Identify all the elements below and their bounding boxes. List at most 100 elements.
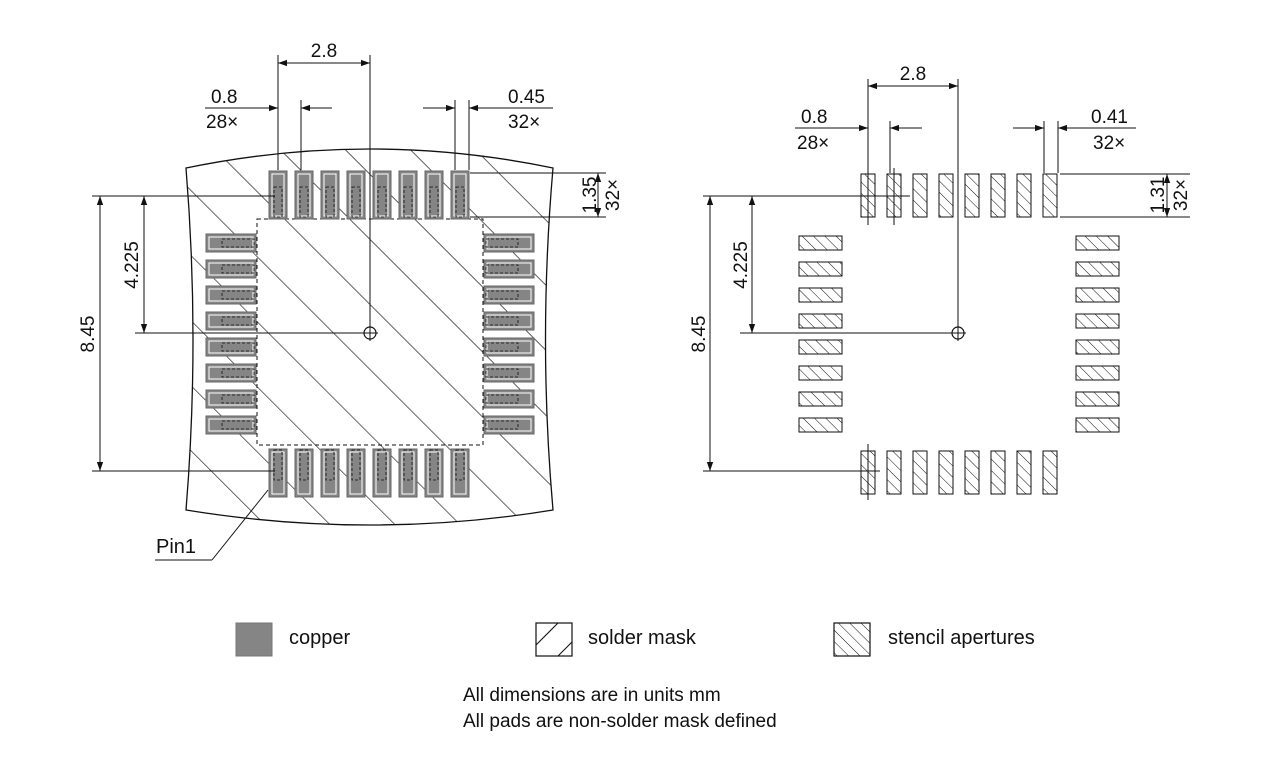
stencil-aperture-top: [938, 173, 954, 218]
stencil-aperture-bottom: [1042, 450, 1058, 495]
copper-pad-right: [483, 233, 535, 253]
dim-pad-width-right: 0.8 28×: [795, 107, 922, 173]
copper-pad-bottom: [372, 448, 392, 498]
dim-pad-length-right-label: 1.31: [1148, 177, 1169, 214]
copper-pad-top: [346, 170, 366, 220]
copper-pad-bottom: [320, 448, 340, 498]
dim-pad-width-right-label: 0.8: [801, 107, 827, 128]
dim-pad-gap-label: 0.45: [508, 87, 545, 108]
dim-pad-width-count: 28×: [206, 112, 238, 133]
dim-pad-length-right-count: 32×: [1171, 179, 1192, 211]
stencil-aperture-bottom: [886, 450, 902, 495]
dim-half-span: 4.225: [122, 195, 362, 334]
copper-pad-top: [294, 170, 314, 220]
stencil-aperture-left: [798, 287, 843, 303]
legend-solder-mask-label: solder mask: [588, 627, 696, 649]
dim-pad-width-right-count: 28×: [797, 133, 829, 154]
stencil-aperture-left: [798, 391, 843, 407]
stencil-aperture-right: [1075, 417, 1120, 433]
dim-pad-width-label: 0.8: [211, 87, 237, 108]
copper-pad-bottom: [398, 448, 418, 498]
copper-pad-bottom: [346, 448, 366, 498]
copper-pad-left: [205, 311, 257, 331]
copper-pad-bottom: [268, 448, 288, 498]
dim-span-label: 8.45: [78, 316, 99, 353]
dim-pad-width: 0.8 28×: [205, 87, 332, 170]
copper-pad-bottom: [294, 448, 314, 498]
copper-pad-right: [483, 415, 535, 435]
copper-pad-bottom: [450, 448, 470, 498]
stencil-aperture-top: [990, 173, 1006, 218]
copper-pad-left: [205, 337, 257, 357]
stencil-aperture-bottom: [1016, 450, 1032, 495]
copper-pad-left: [205, 415, 257, 435]
copper-pad-left: [205, 233, 257, 253]
stencil-aperture-bottom: [964, 450, 980, 495]
dim-pad-gap-right-label: 0.41: [1091, 107, 1128, 128]
dim-span: 8.45: [78, 195, 275, 472]
dim-pad-gap: 0.45 32×: [423, 87, 553, 170]
dim-half-span-right-label: 4.225: [731, 241, 752, 289]
stencil-aperture-left: [798, 365, 843, 381]
stencil-aperture-top: [964, 173, 980, 218]
copper-pad-left: [205, 389, 257, 409]
note-units: All dimensions are in units mm: [463, 685, 721, 706]
stencil-aperture-top: [1016, 173, 1032, 218]
stencil-aperture-right: [1075, 365, 1120, 381]
stencil-aperture-right: [1075, 339, 1120, 355]
dim-half-span-right: 4.225: [731, 195, 950, 334]
copper-pad-right: [483, 363, 535, 383]
stencil-aperture-bottom: [938, 450, 954, 495]
stencil-aperture-left: [798, 261, 843, 277]
stencil-aperture-bottom: [990, 450, 1006, 495]
dim-pad-length: 1.35 32×: [470, 172, 624, 218]
stencil-aperture-left: [798, 313, 843, 329]
legend-copper-label: copper: [289, 627, 351, 649]
dim-pad-gap-right: 0.41 32×: [1013, 107, 1136, 173]
stencil-aperture-right: [1075, 313, 1120, 329]
stencil-aperture-right: [1075, 261, 1120, 277]
copper-pad-right: [483, 389, 535, 409]
stencil-aperture-right: [1075, 235, 1120, 251]
pin1-label: Pin1: [156, 536, 196, 558]
stencil-aperture-right: [1075, 287, 1120, 303]
legend-copper-swatch: [235, 622, 273, 657]
stencil-aperture-right: [1075, 391, 1120, 407]
copper-pad-top: [320, 170, 340, 220]
dim-pad-length-count: 32×: [603, 179, 624, 211]
dim-pitch-label: 2.8: [311, 41, 337, 62]
dim-pitch-right-label: 2.8: [900, 64, 926, 85]
dim-span-right: 8.45: [689, 195, 858, 472]
stencil-aperture-top: [912, 173, 928, 218]
legend-stencil-label: stencil apertures: [888, 627, 1035, 649]
copper-pad-top: [424, 170, 444, 220]
copper-pad-top: [398, 170, 418, 220]
dim-pad-length-right: 1.31 32×: [1060, 173, 1192, 218]
copper-pad-top: [268, 170, 288, 220]
stencil-aperture-left: [798, 417, 843, 433]
copper-pad-right: [483, 337, 535, 357]
dim-pad-length-label: 1.35: [580, 177, 601, 214]
stencil-aperture-top: [1042, 173, 1058, 218]
dim-span-right-label: 8.45: [689, 316, 710, 353]
stencil-aperture-left: [798, 235, 843, 251]
copper-pad-bottom: [424, 448, 444, 498]
dim-pad-gap-right-count: 32×: [1093, 133, 1125, 154]
dim-half-span-label: 4.225: [122, 241, 143, 289]
dim-pad-gap-count: 32×: [508, 112, 540, 133]
copper-pad-right: [483, 259, 535, 279]
copper-pad-right: [483, 285, 535, 305]
stencil-aperture-bottom: [912, 450, 928, 495]
copper-pad-top: [450, 170, 470, 220]
copper-pad-top: [372, 170, 392, 220]
note-pads: All pads are non-solder mask defined: [463, 711, 777, 732]
center-mark: [362, 325, 378, 341]
legend: [235, 622, 871, 657]
stencil-aperture-left: [798, 339, 843, 355]
right-view: 2.8 0.8 28× 0.41 32× 1.31 32×: [689, 64, 1192, 500]
pin1-callout: Pin1: [155, 489, 269, 561]
center-mark-right: [950, 325, 966, 341]
copper-pad-left: [205, 285, 257, 305]
left-pads: [205, 170, 535, 498]
